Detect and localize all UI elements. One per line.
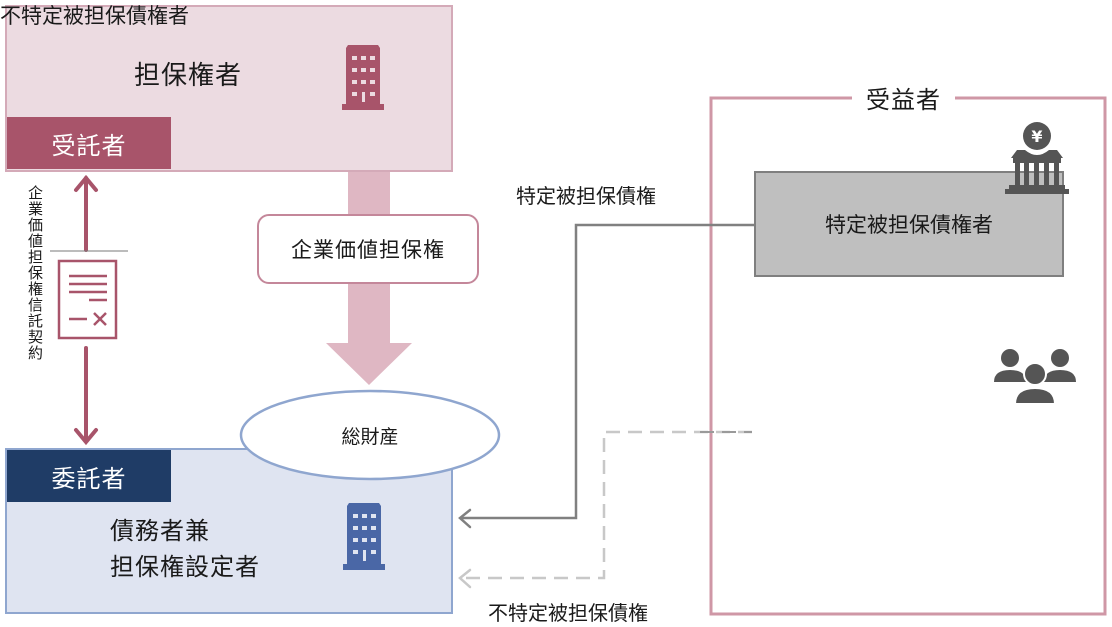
debtor-title: 債務者兼 担保権設定者 — [110, 513, 260, 585]
unspecified-creditor-label: 不特定被担保債権者 — [0, 4, 189, 28]
unspecified-claim-label: 不特定被担保債権 — [488, 601, 648, 625]
building-icon — [342, 45, 384, 110]
people-group-icon — [994, 349, 1076, 405]
contract-document-icon — [57, 259, 118, 340]
debtor-title-line2: 担保権設定者 — [110, 553, 260, 581]
contract-label: 企業価値担保権信託契約 — [26, 185, 44, 361]
trustee-tag: 受託者 — [7, 117, 171, 169]
debtor-title-line1: 債務者兼 — [110, 517, 210, 545]
total-assets-ellipse — [239, 389, 501, 481]
svg-text:¥: ¥ — [1031, 127, 1042, 146]
specified-claim-label: 特定被担保債権 — [516, 184, 656, 208]
bank-yen-icon: ¥ — [1005, 122, 1069, 194]
unspecified-creditor-box: 不特定被担保債権者 — [0, 0, 189, 30]
contract-double-arrow — [74, 174, 98, 446]
total-assets-label: 総財産 — [341, 425, 399, 448]
specified-creditor-label: 特定被担保債権者 — [825, 213, 993, 237]
building-icon — [343, 503, 385, 570]
secured-party-title: 担保権者 — [134, 61, 243, 91]
specified-claim-connector — [458, 223, 754, 529]
security-right-label: 企業価値担保権 — [257, 214, 479, 284]
beneficiary-frame-label: 受益者 — [852, 80, 955, 115]
settlor-tag: 委託者 — [7, 450, 171, 502]
unspecified-claim-connector — [458, 430, 752, 589]
